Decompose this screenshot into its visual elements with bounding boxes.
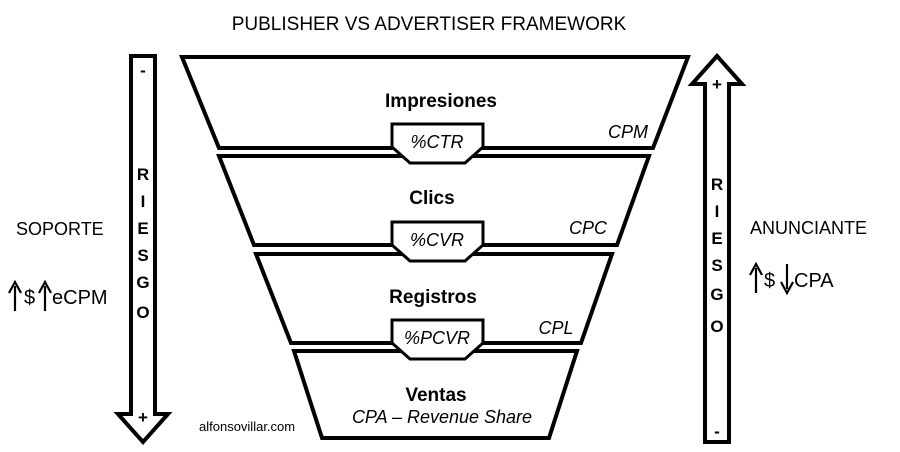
right-risk-arrow: + R I E S G O - (687, 52, 747, 444)
stage-name-registros: Registros (389, 287, 477, 308)
right-arrow-letter-s: S (711, 256, 722, 275)
stage-pricing-cpm: CPM (608, 122, 648, 142)
right-arrow-bottom-sign: - (714, 422, 720, 441)
left-arrow-bottom-sign: + (138, 408, 148, 427)
funnel-stage-registros (253, 252, 615, 345)
conversion-label-cvr: %CVR (410, 230, 464, 250)
left-arrow-letter-i: I (141, 192, 146, 211)
stage-name-clics: Clics (409, 188, 454, 209)
right-arrow-top-sign: + (712, 75, 722, 94)
left-arrow-letter-o: O (136, 303, 149, 322)
funnel-stage-clics (216, 154, 652, 247)
left-risk-arrow: - R I E S G O + (113, 54, 173, 446)
conversion-badge-ctr (390, 122, 485, 165)
right-metric-dollar: $ (764, 270, 775, 292)
funnel-stage-ventas (291, 349, 580, 440)
up-arrow-shape (687, 52, 747, 444)
left-arrow-top-sign: - (140, 61, 146, 80)
anunciante-heading: ANUNCIANTE (750, 218, 867, 238)
right-arrow-letter-o: O (710, 317, 723, 336)
stage-name-impresiones: Impresiones (385, 91, 497, 112)
diagram-title: PUBLISHER VS ADVERTISER FRAMEWORK (232, 14, 627, 35)
soporte-heading: SOPORTE (16, 219, 104, 239)
right-arrow-letter-g: G (710, 285, 723, 304)
funnel: Impresiones CPM Clics CPC Registros CPL … (179, 55, 691, 440)
right-metric: $ CPA (749, 261, 834, 296)
stage-pricing-cpc: CPC (569, 218, 608, 238)
down-arrow-shape (113, 54, 173, 446)
stage-pricing-cpa-revenue-share: CPA – Revenue Share (352, 407, 532, 427)
left-arrow-letter-e: E (137, 219, 148, 238)
left-metric-dollar: $ (24, 287, 35, 309)
right-arrow-letter-r: R (711, 175, 723, 194)
stage-pricing-cpl: CPL (538, 318, 573, 338)
arrow-up-icon (8, 279, 22, 311)
conversion-badge-cvr (390, 220, 485, 263)
right-arrow-letter-e: E (711, 229, 722, 248)
left-arrow-letter-s: S (137, 246, 148, 265)
arrow-up-icon (749, 261, 763, 293)
left-metric-label: eCPM (52, 287, 108, 309)
funnel-stage-impresiones (179, 55, 691, 150)
arrow-down-icon (780, 264, 794, 296)
right-arrow-letter-i: I (715, 202, 720, 221)
left-metric: $ eCPM (8, 279, 108, 311)
conversion-label-ctr: %CTR (411, 132, 464, 152)
arrow-up-icon (38, 279, 52, 311)
conversion-badge-pcvr (390, 318, 485, 361)
left-arrow-letter-r: R (137, 165, 149, 184)
credit-text: alfonsovillar.com (199, 419, 295, 434)
right-metric-label: CPA (794, 270, 834, 292)
left-arrow-letter-g: G (136, 273, 149, 292)
conversion-label-pcvr: %PCVR (404, 328, 470, 348)
stage-name-ventas: Ventas (405, 385, 466, 406)
